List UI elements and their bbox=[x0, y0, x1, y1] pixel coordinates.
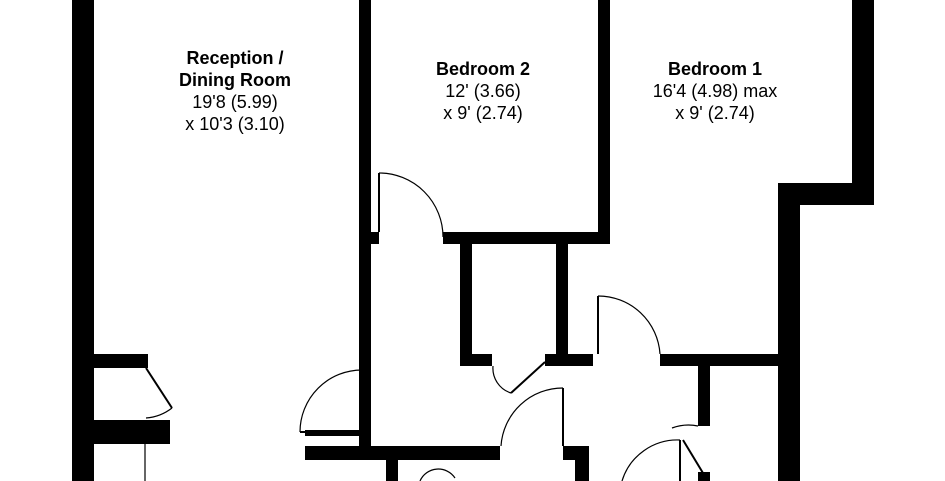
ensuite-door-leaf-2 bbox=[682, 439, 707, 479]
reception-door-jamb-post bbox=[359, 366, 371, 446]
bedroom1-name: Bedroom 1 bbox=[667, 59, 763, 79]
reception-cupboard-door-leaf bbox=[145, 367, 173, 409]
reception-cupboard-bottom bbox=[72, 420, 170, 444]
hall-bottom-wall-left bbox=[305, 446, 500, 460]
reception-name-line2: Dining Room bbox=[179, 70, 291, 90]
bedroom1-right-wall-lower bbox=[778, 183, 800, 481]
bedroom2-dim-line2: x 9' (2.74) bbox=[443, 103, 523, 123]
bedroom1-bottom-wall bbox=[660, 354, 790, 366]
cupboard-left-wall bbox=[460, 244, 472, 366]
ensuite-lower-arc bbox=[621, 439, 681, 481]
cupboard-right-base bbox=[545, 354, 593, 366]
bedroom1-step-wall bbox=[778, 183, 874, 205]
reception-dim-line2: x 10'3 (3.10) bbox=[185, 114, 285, 134]
bedroom1-dim-line1: 16'4 (4.98) max bbox=[652, 81, 778, 101]
cupboard-left-base bbox=[460, 354, 492, 366]
left-outer-wall bbox=[72, 0, 94, 481]
bedroom2-label: Bedroom 2 12' (3.66) x 9' (2.74) bbox=[393, 58, 573, 124]
reception-cupboard-door-arc bbox=[145, 407, 173, 419]
bedroom1-dim-line2: x 9' (2.74) bbox=[675, 103, 755, 123]
bedroom2-name: Bedroom 2 bbox=[435, 59, 531, 79]
ensuite-door-arc bbox=[671, 424, 699, 429]
bedroom1-label: Bedroom 1 16'4 (4.98) max x 9' (2.74) bbox=[615, 58, 815, 124]
reception-right-wall bbox=[359, 0, 371, 366]
hall-door-arc bbox=[500, 387, 564, 447]
reception-dim-line1: 19'8 (5.99) bbox=[192, 92, 278, 112]
fixture-curve bbox=[419, 468, 456, 481]
cupboard-door-leaf bbox=[510, 361, 546, 394]
cupboard-door-arc bbox=[492, 365, 512, 394]
reception-right-wall-stub bbox=[359, 232, 379, 244]
bedroom2-door-arc bbox=[378, 172, 444, 238]
ensuite-left-wall bbox=[698, 366, 710, 426]
reception-cupboard-top bbox=[72, 354, 148, 368]
bedroom2-right-wall bbox=[598, 0, 610, 244]
reception-door-arc bbox=[299, 369, 363, 433]
reception-name-line1: Reception / bbox=[186, 48, 284, 68]
hall-post-left bbox=[386, 460, 398, 481]
bedroom2-dim-line1: 12' (3.66) bbox=[445, 81, 521, 101]
bedroom2-bottom-wall bbox=[443, 232, 610, 244]
reception-label: Reception / Dining Room 19'8 (5.99) x 10… bbox=[145, 47, 325, 135]
hall-post-right bbox=[575, 446, 589, 481]
bedroom1-door-arc bbox=[597, 295, 661, 355]
bedroom1-right-wall-top bbox=[852, 0, 874, 205]
cupboard-right-wall bbox=[556, 244, 568, 366]
